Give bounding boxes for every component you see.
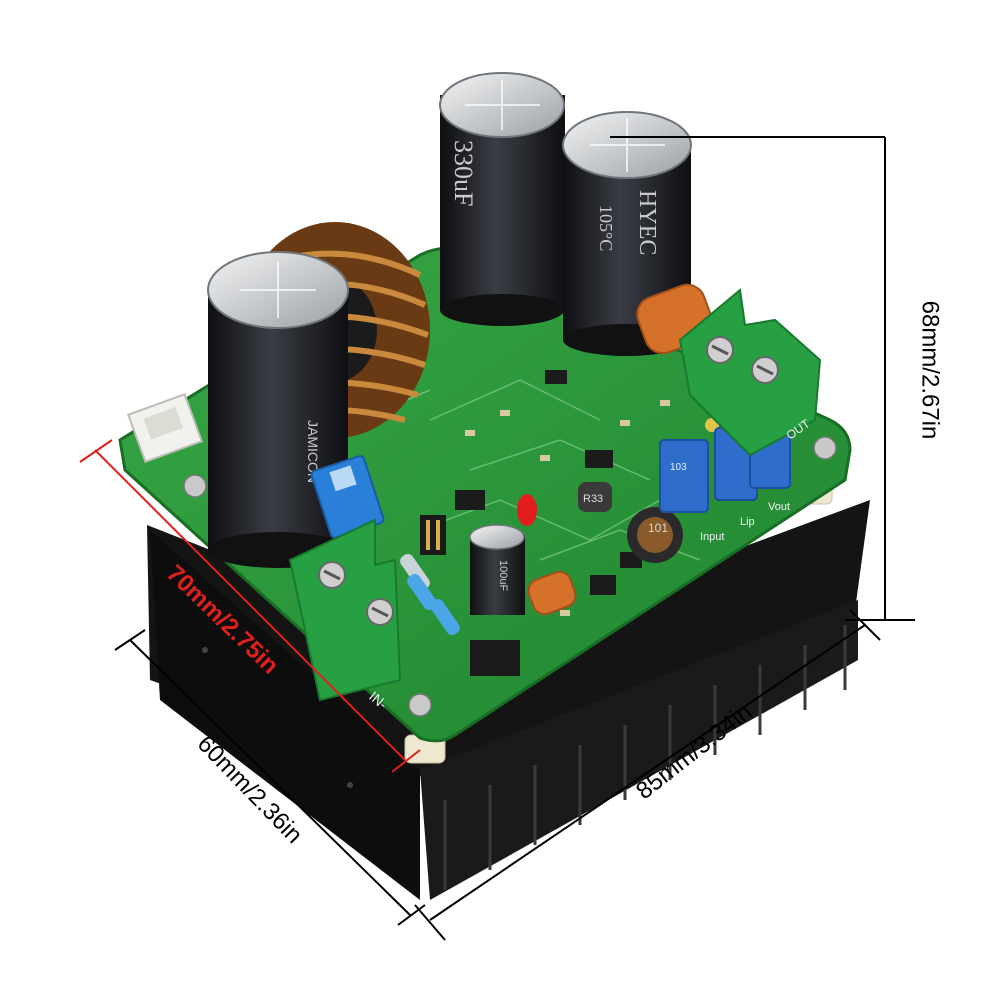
inductor-small-label: 101 — [648, 521, 668, 535]
width-dimension — [414, 609, 881, 941]
cap-small-label: 100uF — [497, 560, 509, 591]
cap-left-label: JAMICON — [305, 420, 321, 483]
terminal-output — [678, 288, 822, 457]
inductor-tiny: R33 — [578, 482, 612, 512]
inductor-tiny-label: R33 — [583, 493, 603, 505]
capacitor-top: 330uF — [439, 72, 565, 326]
pot-input-label: Input — [700, 531, 724, 543]
height-label: 68mm/2.67in — [916, 300, 944, 440]
cap-top-label: 330uF — [449, 140, 478, 206]
jst-connector — [126, 392, 204, 464]
pot-lip-label: Lip — [740, 516, 755, 528]
capacitor-small: 100uF — [469, 524, 525, 615]
height-dimension — [610, 136, 915, 621]
diagonal-dimension — [79, 439, 421, 773]
resistors — [400, 553, 460, 636]
pot-text: 103 — [670, 462, 687, 473]
depth-dimension — [114, 629, 426, 926]
smd-inductor: 101 — [627, 507, 683, 563]
jumper-header — [420, 515, 446, 555]
cap-right-temp: 105°C — [596, 205, 616, 251]
pot-vout-label: Vout — [768, 501, 790, 513]
red-led — [517, 494, 537, 526]
terminal-input — [288, 518, 402, 702]
capacitor-right: HYEC 105°C — [562, 111, 692, 356]
cap-right-label: HYEC — [634, 190, 660, 255]
